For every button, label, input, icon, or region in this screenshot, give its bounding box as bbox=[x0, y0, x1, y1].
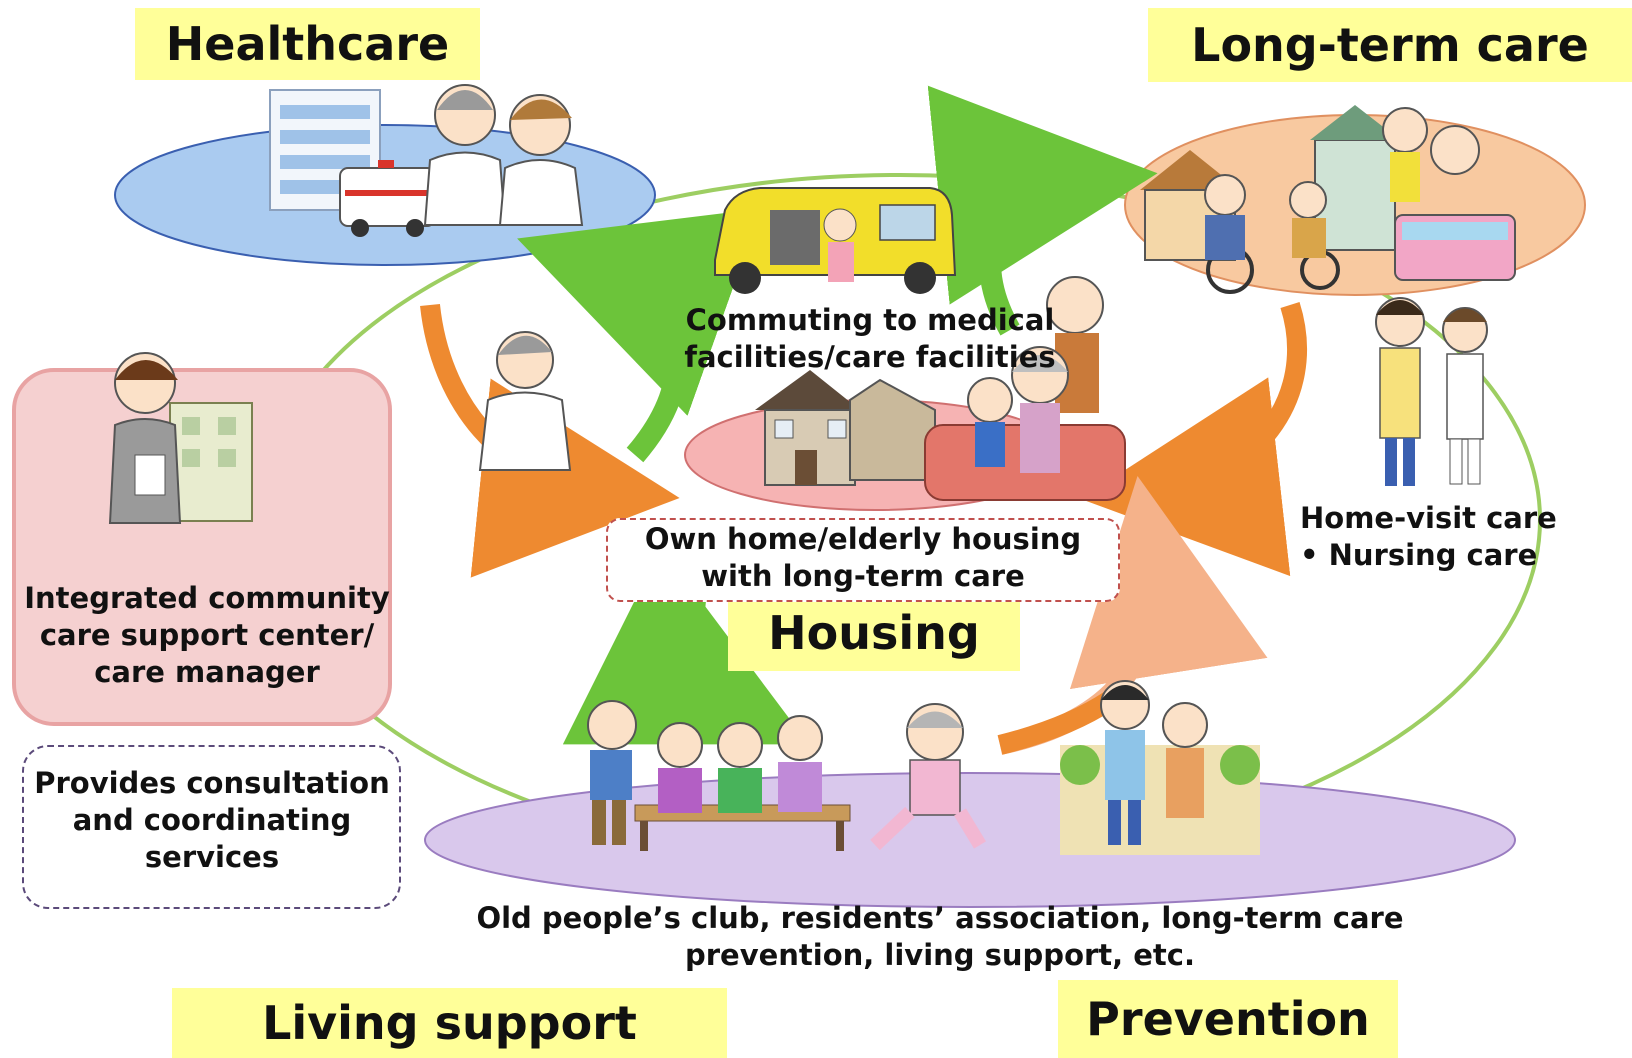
family-icon bbox=[924, 276, 1126, 501]
long-term-care-label: Long-term care bbox=[1148, 8, 1632, 82]
arrow-housing-to-community bbox=[562, 547, 809, 745]
exercise-icon bbox=[870, 703, 986, 851]
arrow-housing-to-care bbox=[927, 85, 1158, 336]
consultation-box bbox=[22, 745, 401, 909]
caregiver-icon bbox=[1375, 297, 1488, 486]
bathing-care-icon bbox=[1382, 107, 1516, 281]
living-support-label: Living support bbox=[172, 988, 727, 1058]
walking-assist-icon bbox=[1060, 680, 1260, 855]
van-icon bbox=[714, 187, 957, 294]
arrow-care-to-housing bbox=[1080, 301, 1308, 577]
consultation-caption: Provides consultation and coordinating s… bbox=[34, 766, 390, 874]
ambulance-icon bbox=[339, 160, 436, 237]
healthcare-label: Healthcare bbox=[135, 8, 480, 80]
house-icon bbox=[755, 370, 936, 486]
prevention-label: Prevention bbox=[1058, 980, 1398, 1058]
arrow-healthcare-to-housing bbox=[420, 303, 680, 578]
doctor-icon bbox=[478, 331, 572, 471]
arrow-community-curve bbox=[997, 691, 1116, 755]
elderly-group-icon bbox=[587, 700, 851, 851]
community-caption: Old people’s club, residents’ associatio… bbox=[476, 901, 1404, 972]
housing-label: Housing bbox=[728, 595, 1020, 671]
support-center-caption: Integrated community care support center… bbox=[24, 581, 390, 689]
care-manager-icon bbox=[108, 352, 253, 524]
commuting-caption: Commuting to medical facilities/care fac… bbox=[684, 303, 1056, 374]
doctor-icon bbox=[423, 84, 507, 226]
home-visit-caption: Home-visit care • Nursing care bbox=[1300, 501, 1557, 572]
home-caption: Own home/elderly housing with long-term … bbox=[644, 522, 1082, 593]
nurse-icon bbox=[498, 94, 584, 226]
home-caption-box bbox=[606, 518, 1120, 602]
wheelchair-icon bbox=[1204, 174, 1340, 294]
